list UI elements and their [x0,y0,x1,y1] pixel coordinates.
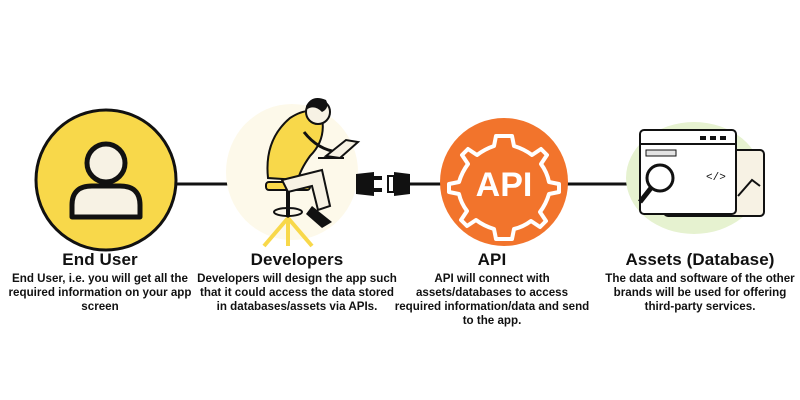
database-illustration: </> [626,122,765,234]
node-developers: Developers Developers will design the ap… [197,250,397,314]
node-title: API [477,250,507,269]
node-description: The data and software of the other brand… [605,272,795,313]
api-gear-label: API [476,166,533,204]
user-icon [34,108,178,252]
node-title: End User [62,250,138,269]
node-assets: Assets (Database) The data and software … [600,250,800,314]
plug-socket-icon [356,172,410,196]
node-api: API API will connect with assets/databas… [392,250,592,328]
developer-illustration [226,98,361,248]
node-description: Developers will design the app such that… [197,272,397,313]
node-description: End User, i.e. you will get all the requ… [8,272,192,313]
node-end-user: End User End User, i.e. you will get all… [0,250,200,314]
svg-text:</>: </> [706,172,726,184]
api-gear-icon: API [440,118,568,246]
node-title: Assets (Database) [625,250,775,269]
node-title: Developers [250,250,344,269]
node-description: API will connect with assets/databases t… [394,272,590,327]
